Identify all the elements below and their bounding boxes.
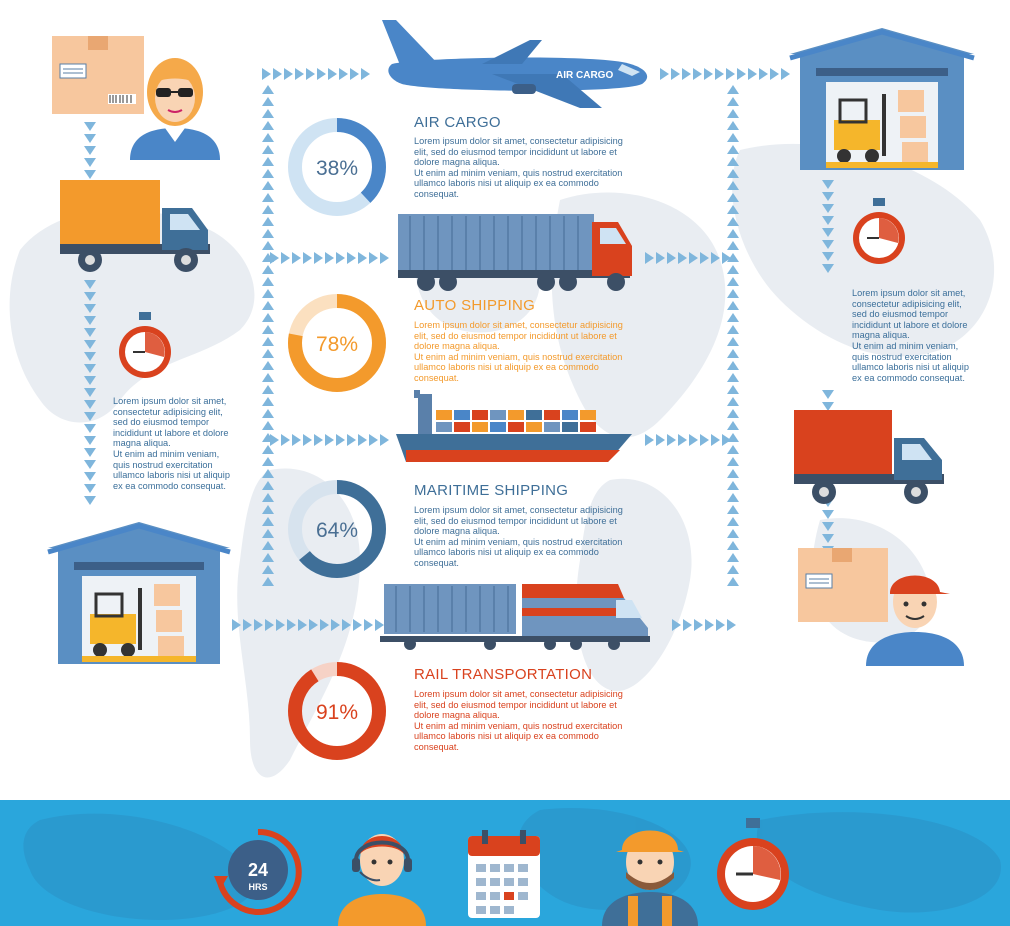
woman-clerk-icon (130, 58, 220, 160)
arrow-row-auto (270, 252, 389, 264)
arrow-row-rail (232, 619, 384, 631)
text-rail-transportation: Lorem ipsum dolor sit amet, consectetur … (414, 689, 623, 752)
donut-rail-transportation: 91% (288, 662, 386, 760)
left-description: Lorem ipsum dolor sit amet, consectetur … (113, 396, 230, 491)
orange-truck-icon (60, 180, 210, 272)
parcel-box-icon (52, 36, 144, 114)
freight-train-icon (380, 584, 650, 650)
footer-map (23, 808, 1001, 920)
arrow-row-maritime-right (645, 434, 731, 446)
clock-24h-icon: 24 HRS (214, 828, 302, 915)
worker-helmet-icon (602, 830, 698, 926)
red-truck-icon (794, 410, 944, 504)
donut-maritime-shipping: 64% (288, 480, 386, 578)
arrow-row-air (262, 68, 370, 80)
parcel-box-right-icon (798, 548, 888, 622)
warehouse-right-icon (789, 28, 975, 170)
percent-maritime-shipping: 64% (316, 519, 358, 542)
donut-air-cargo: 38% (288, 118, 386, 216)
semi-truck-icon (398, 214, 632, 291)
footer-band: 24 HRS (0, 800, 1010, 926)
percent-rail-transportation: 91% (316, 701, 358, 724)
donut-arc-rail-transportation (288, 662, 386, 760)
stopwatch-footer-icon (717, 818, 789, 910)
text-maritime-shipping: Lorem ipsum dolor sit amet, consectetur … (414, 505, 623, 568)
title-rail-transportation: RAIL TRANSPORTATION (414, 666, 593, 683)
percent-auto-shipping: 78% (316, 333, 358, 356)
cargo-plane-icon: AIR CARGO (382, 20, 648, 108)
donut-arc-air-cargo (288, 118, 386, 216)
arrow-row-rail-right (672, 619, 736, 631)
arrow-col-left-top (84, 122, 96, 179)
arrow-col-left (84, 280, 96, 505)
clock-label: 24 (248, 860, 268, 880)
courier-man-icon (866, 575, 964, 666)
arrow-row-air-right (660, 68, 790, 80)
arrow-row-maritime (270, 434, 389, 446)
plane-label: AIR CARGO (556, 70, 613, 81)
stopwatch-right-icon (853, 198, 905, 264)
text-auto-shipping: Lorem ipsum dolor sit amet, consectetur … (414, 320, 623, 383)
support-operator-icon (338, 834, 426, 926)
arrow-col-inner-right (727, 85, 739, 586)
title-air-cargo: AIR CARGO (414, 114, 501, 131)
donut-arc-auto-shipping (288, 294, 386, 392)
percent-air-cargo: 38% (316, 157, 358, 180)
title-maritime-shipping: MARITIME SHIPPING (414, 482, 569, 499)
clock-sub-label: HRS (248, 882, 267, 892)
donut-auto-shipping: 78% (288, 294, 386, 392)
warehouse-forklift-icon (47, 522, 231, 664)
arrow-col-right-top (822, 180, 834, 273)
text-air-cargo: Lorem ipsum dolor sit amet, consectetur … (414, 136, 623, 199)
arrow-col-inner-left (262, 85, 274, 586)
container-ship-icon (396, 390, 632, 462)
calendar-icon (468, 830, 540, 918)
donut-arc-maritime-shipping (288, 480, 386, 578)
title-auto-shipping: AUTO SHIPPING (414, 297, 536, 314)
right-description: Lorem ipsum dolor sit amet, consectetur … (852, 288, 969, 383)
arrow-row-auto-right (645, 252, 731, 264)
stopwatch-icon (119, 312, 171, 378)
